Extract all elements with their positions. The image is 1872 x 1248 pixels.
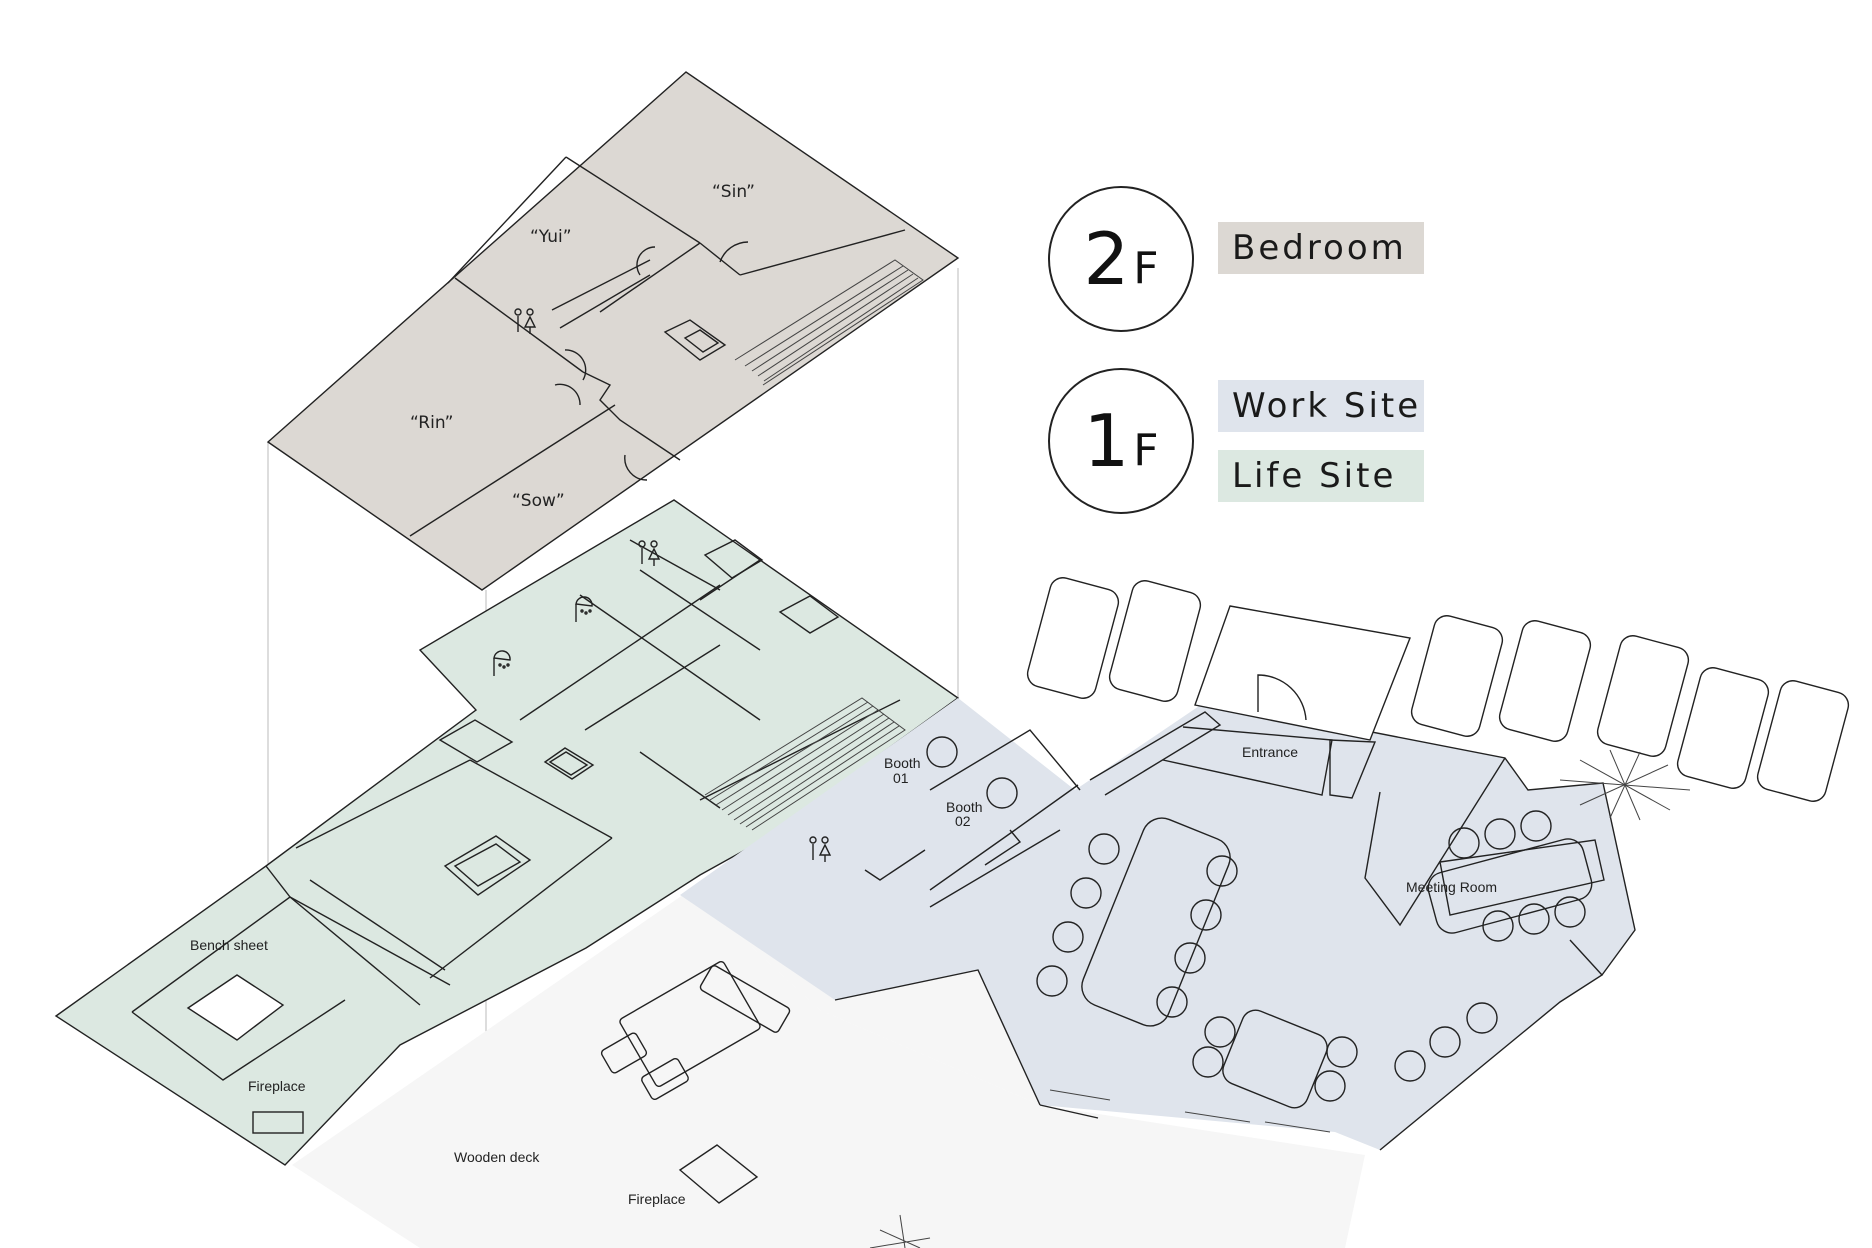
room-label-booth-01-number: 01 — [893, 770, 909, 786]
floor-1f-suffix: F — [1133, 424, 1159, 476]
room-label-booth-01: Booth — [884, 755, 921, 771]
floor-1f-badge: 1 F — [1048, 368, 1194, 514]
shower-icon — [493, 596, 593, 676]
room-label-fireplace-indoor: Fireplace — [248, 1078, 306, 1094]
room-label-yui: “Yui” — [530, 227, 572, 247]
room-label-rin: “Rin” — [410, 413, 453, 433]
floor-2f-suffix: F — [1133, 242, 1159, 294]
legend-work-site-label: Work Site — [1232, 386, 1422, 426]
room-label-bench-sheet: Bench sheet — [190, 937, 268, 953]
work-site-area — [680, 698, 1636, 1151]
room-label-entrance: Entrance — [1242, 744, 1298, 760]
floor-1f-number: 1 — [1083, 399, 1130, 483]
parked-car-icon — [1026, 577, 1850, 802]
room-label-sow: “Sow” — [512, 491, 565, 511]
room-label-booth-02-number: 02 — [955, 813, 971, 829]
floor-2f-badge: 2 F — [1048, 186, 1194, 332]
entrance-canopy — [1194, 605, 1411, 741]
tree-icon — [869, 749, 1691, 1248]
legend-life-site: Life Site — [1218, 450, 1424, 502]
legend-life-site-label: Life Site — [1232, 456, 1397, 496]
legend-bedroom: Bedroom — [1218, 222, 1424, 274]
legend-work-site: Work Site — [1218, 380, 1424, 432]
room-label-fireplace-deck: Fireplace — [628, 1191, 686, 1207]
legend-bedroom-label: Bedroom — [1232, 228, 1407, 268]
room-label-booth-02: Booth — [946, 799, 983, 815]
bedroom-floor — [266, 71, 960, 591]
floor-2f-number: 2 — [1083, 217, 1130, 301]
room-label-meeting-room: Meeting Room — [1406, 879, 1497, 895]
room-label-wooden-deck: Wooden deck — [454, 1149, 540, 1165]
restroom-icon — [514, 308, 832, 862]
room-label-sin: “Sin” — [712, 182, 755, 202]
